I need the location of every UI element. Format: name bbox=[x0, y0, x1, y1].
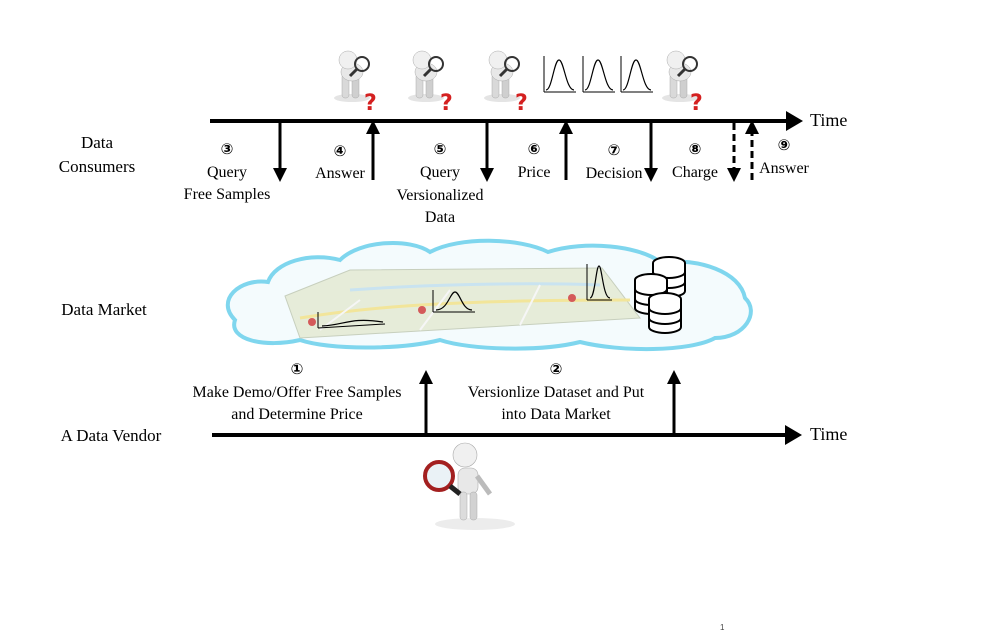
question-mark-icon bbox=[515, 91, 528, 116]
step-query-free-samples: ③ Query Free Samples bbox=[184, 140, 271, 203]
svg-text:Free Samples: Free Samples bbox=[184, 186, 271, 203]
distribution-curve-icon bbox=[582, 55, 616, 93]
arrow-answer bbox=[366, 120, 380, 180]
svg-text:④: ④ bbox=[334, 142, 347, 160]
data-consumers-label: Data bbox=[81, 133, 114, 152]
distribution-curve-icon bbox=[317, 312, 386, 329]
svg-text:⑧: ⑧ bbox=[689, 140, 702, 158]
svg-text:②: ② bbox=[550, 360, 563, 378]
svg-text:Versionalized: Versionalized bbox=[396, 187, 483, 204]
svg-text:and Determine Price: and Determine Price bbox=[231, 406, 363, 423]
svg-text:⑨: ⑨ bbox=[778, 136, 791, 154]
svg-text:⑥: ⑥ bbox=[528, 140, 541, 158]
svg-text:Price: Price bbox=[518, 164, 551, 181]
distribution-curve-icon bbox=[432, 290, 475, 313]
distribution-curve-icon bbox=[586, 264, 612, 301]
data-vendor-label: A Data Vendor bbox=[61, 426, 162, 445]
svg-text:⑤: ⑤ bbox=[434, 140, 447, 158]
data-market-label: Data Market bbox=[61, 300, 147, 319]
step-charge: ⑧ Charge bbox=[672, 140, 718, 181]
step-make-demo: ① Make Demo/Offer Free Samples and Deter… bbox=[193, 360, 402, 423]
step-query-versionalized-data: ⑤ Query Versionalized Data bbox=[396, 140, 483, 226]
distribution-curve-icon bbox=[620, 55, 654, 93]
step-decision: ⑦ Decision bbox=[586, 141, 643, 182]
question-mark-icon bbox=[690, 91, 703, 116]
timeline-arrowhead bbox=[786, 111, 803, 131]
arrow-query-versionalized-data bbox=[480, 123, 494, 182]
arrow-query-free-samples bbox=[273, 123, 287, 182]
person-with-magnifier-icon bbox=[423, 442, 515, 530]
arrow-decision bbox=[644, 123, 658, 182]
step-answer-final: ⑨ Answer bbox=[759, 136, 809, 177]
page-number: 1 bbox=[720, 623, 725, 630]
step-answer: ④ Answer bbox=[315, 142, 365, 182]
arrow-price bbox=[559, 120, 573, 180]
database-icon bbox=[648, 292, 682, 334]
svg-text:Answer: Answer bbox=[315, 165, 365, 182]
svg-text:Answer: Answer bbox=[759, 160, 809, 177]
svg-text:①: ① bbox=[291, 360, 304, 378]
distribution-curve-icon bbox=[543, 55, 577, 93]
svg-text:③: ③ bbox=[221, 140, 234, 158]
step-versionlize-dataset: ② Versionlize Dataset and Put into Data … bbox=[468, 360, 645, 423]
consumer-icon-2 bbox=[406, 49, 446, 104]
arrow-answer-dashed bbox=[745, 120, 759, 180]
arrow-vendor-to-market-2 bbox=[667, 370, 681, 433]
svg-text:Data: Data bbox=[425, 209, 455, 226]
svg-text:Query: Query bbox=[420, 164, 460, 181]
svg-text:⑦: ⑦ bbox=[608, 141, 621, 159]
svg-text:Decision: Decision bbox=[586, 165, 643, 182]
time-label-bottom: Time bbox=[810, 424, 847, 444]
step-price: ⑥ Price bbox=[518, 140, 551, 181]
svg-text:into Data Market: into Data Market bbox=[501, 406, 611, 423]
svg-text:Charge: Charge bbox=[672, 164, 718, 181]
question-mark-icon bbox=[364, 91, 377, 116]
data-consumers-label-line2: Consumers bbox=[59, 157, 136, 176]
arrow-vendor-to-market-1 bbox=[419, 370, 433, 433]
svg-text:Versionlize Dataset and Put: Versionlize Dataset and Put bbox=[468, 384, 645, 401]
arrow-charge-dashed bbox=[727, 123, 741, 182]
svg-text:Make Demo/Offer Free Samples: Make Demo/Offer Free Samples bbox=[193, 384, 402, 401]
svg-text:Query: Query bbox=[207, 164, 247, 181]
time-label-top: Time bbox=[810, 110, 847, 130]
question-mark-icon bbox=[440, 91, 453, 116]
timeline-arrowhead bbox=[785, 425, 802, 445]
